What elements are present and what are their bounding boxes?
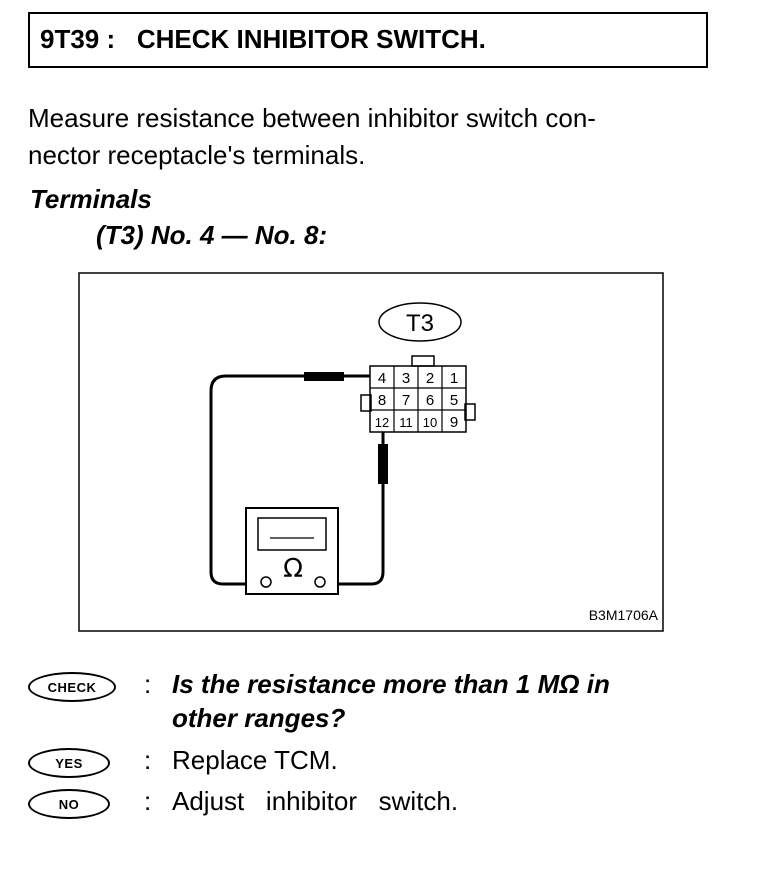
yes-badge: YES [28, 748, 110, 778]
check-question-line-2: other ranges? [172, 703, 346, 733]
pin-12: 12 [375, 415, 389, 430]
instruction-line-2: nector receptacle's terminals. [28, 140, 366, 170]
terminals-heading: Terminals [30, 184, 152, 214]
ohmmeter-terminal-right [314, 576, 326, 588]
pin-10: 10 [423, 415, 437, 430]
pin-1: 1 [450, 370, 458, 387]
check-question: Is the resistance more than 1 MΩ in othe… [172, 667, 732, 735]
connector-pins: 4 3 2 1 8 7 6 5 12 11 10 9 [375, 370, 458, 431]
lead-wire-right [325, 484, 385, 586]
connector-left-tab [360, 394, 372, 412]
no-badge: NO [28, 789, 110, 819]
pin-6: 6 [426, 392, 434, 409]
pin-8: 8 [378, 392, 386, 409]
lead-wire-left [209, 374, 304, 586]
ohmmeter [245, 507, 339, 595]
ohmmeter-terminal-left [260, 576, 272, 588]
no-colon: : [144, 786, 152, 816]
connector-label: T3 [406, 310, 434, 337]
pin-9: 9 [450, 414, 458, 431]
connector-right-tab [464, 403, 476, 421]
check-colon: : [144, 669, 152, 699]
no-action: Adjust inhibitor switch. [172, 786, 459, 816]
probe-top [304, 372, 344, 381]
connector-latch [411, 355, 435, 367]
terminals-value: (T3) No. 4 — No. 8: [96, 220, 328, 250]
pin-11: 11 [399, 415, 413, 430]
yes-colon: : [144, 745, 152, 775]
diagram-frame [78, 272, 664, 632]
page-title: 9T39 : CHECK INHIBITOR SWITCH. [40, 24, 486, 54]
pin-5: 5 [450, 392, 458, 409]
connector-label-ellipse [378, 302, 462, 342]
ohmmeter-display [257, 517, 327, 551]
pin-7: 7 [402, 392, 410, 409]
instruction-line-1: Measure resistance between inhibitor swi… [28, 103, 596, 133]
yes-action: Replace TCM. [172, 745, 338, 775]
pin-3: 3 [402, 370, 410, 387]
title-box: 9T39 : CHECK INHIBITOR SWITCH. [28, 12, 708, 68]
probe-right [378, 444, 388, 484]
check-badge: CHECK [28, 672, 116, 702]
ohm-symbol: Ω [283, 554, 303, 584]
wiring-diagram: T3 4 3 2 1 8 7 6 5 12 11 10 9 Ω B3M1706A [78, 272, 664, 632]
check-question-line-1: Is the resistance more than 1 MΩ in [172, 669, 610, 699]
instruction-paragraph: Measure resistance between inhibitor swi… [28, 100, 728, 174]
pin-2: 2 [426, 370, 434, 387]
pin-4: 4 [378, 370, 386, 387]
figure-code: B3M1706A [589, 607, 659, 623]
